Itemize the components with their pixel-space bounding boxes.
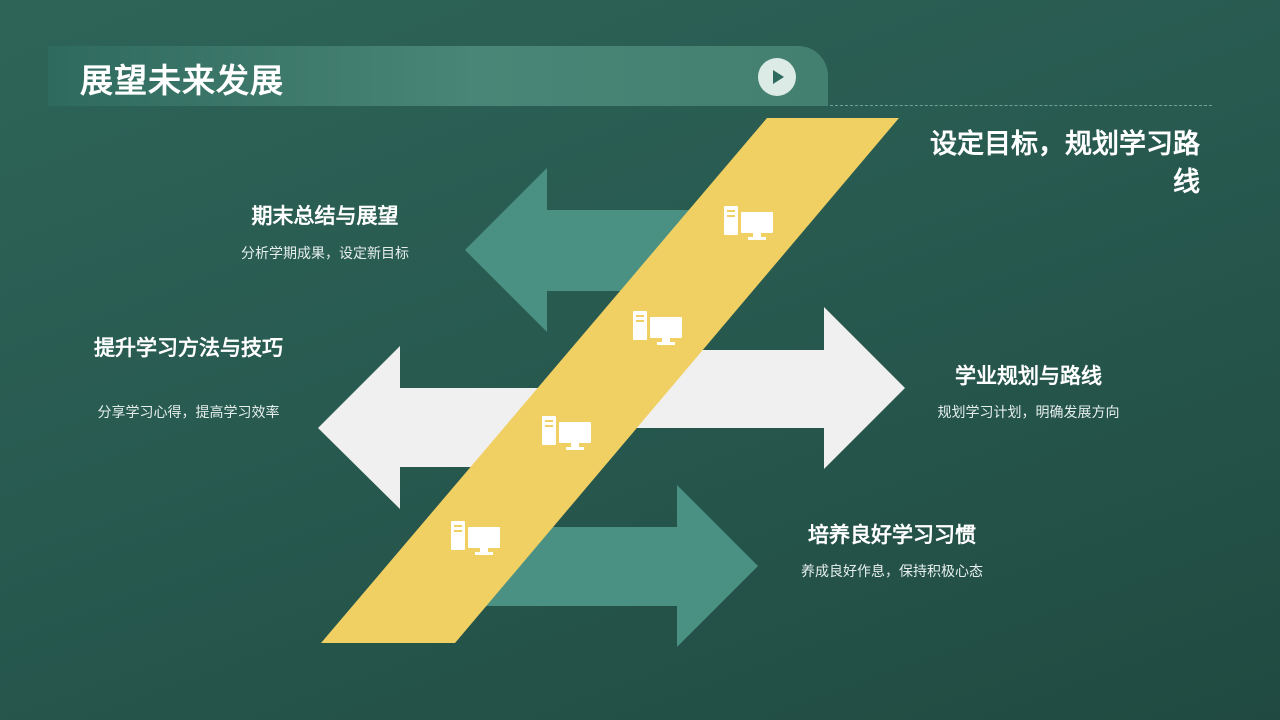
item-1-desc: 分析学期成果，设定新目标 (241, 246, 409, 262)
arrow-left-light (318, 346, 560, 509)
computer-icon (633, 311, 682, 345)
item-1-title: 期末总结与展望 (251, 204, 399, 228)
item-2-title: 提升学习方法与技巧 (94, 336, 283, 360)
play-icon (773, 70, 784, 84)
computer-icon (451, 521, 500, 555)
item-4-title: 培养良好学习习惯 (808, 523, 976, 547)
divider-line (830, 105, 1212, 106)
center-title: 设定目标，规划学习路线 (930, 129, 1200, 198)
diagonal-band (321, 118, 899, 643)
item-3-desc: 规划学习计划，明确发展方向 (937, 405, 1120, 421)
computer-icon (724, 206, 773, 240)
item-3-title: 学业规划与路线 (955, 364, 1102, 388)
title-bar (48, 46, 828, 106)
item-2-desc: 分享学习心得，提高学习效率 (97, 405, 280, 421)
computer-icon (542, 416, 591, 450)
arrow-right-teal (470, 485, 758, 647)
item-4-desc: 养成良好作息，保持积极心态 (801, 564, 983, 580)
arrow-right-light (620, 307, 905, 469)
play-button[interactable] (758, 58, 796, 96)
page-title: 展望未来发展 (80, 61, 284, 100)
